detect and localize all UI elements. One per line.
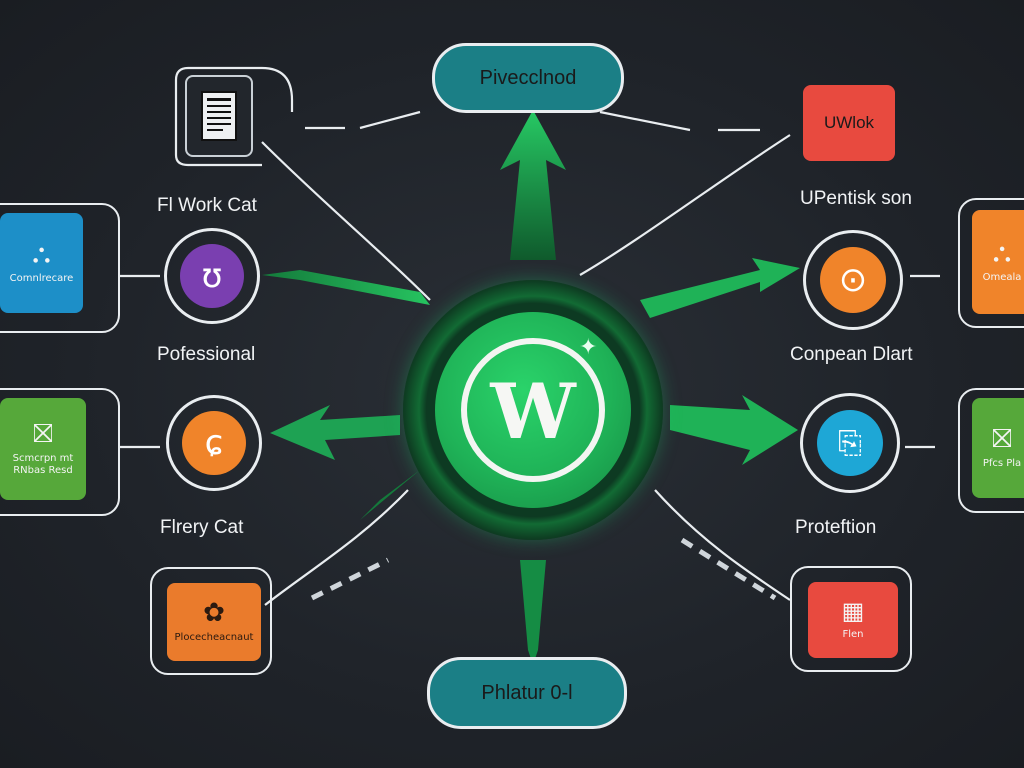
red-tile-top-right-label: UWlok xyxy=(823,113,875,132)
document-icon xyxy=(201,91,237,141)
document-tile[interactable] xyxy=(185,75,253,157)
frame-green-right xyxy=(958,388,1024,513)
connector-top-right xyxy=(579,134,791,276)
orange-tile-right[interactable]: ⛬ Omeala xyxy=(972,210,1024,314)
dashed-connectors xyxy=(310,537,777,601)
green-tile-right[interactable]: ⛝ Pfcs Pla xyxy=(972,398,1024,498)
chart-icon: ▦ xyxy=(841,597,865,625)
bottom-pill[interactable]: Phlatur 0-l xyxy=(427,657,627,729)
box-icon: ⛝ xyxy=(992,424,1012,454)
gear-cluster-icon: ✿ xyxy=(203,598,225,628)
box-icon: ⛝ xyxy=(33,419,53,449)
blue-tile-left[interactable]: ⛬ Comnlrecare xyxy=(0,213,83,313)
orange-circle-right[interactable]: ⊙ xyxy=(803,230,903,330)
orange-tile-bottom-left[interactable]: ✿ Plocecheacnaut xyxy=(167,583,261,661)
label-mid-right-lower: Proteftion xyxy=(795,517,877,538)
arrow-down xyxy=(520,560,546,665)
hub-logo-letter: W xyxy=(490,367,576,456)
sparkle-icon: ✦ xyxy=(579,334,598,359)
printer-icon: ⎘ xyxy=(838,425,862,461)
green-tile-left[interactable]: ⛝ Scmcrpn mt RNbas Resd xyxy=(0,398,86,500)
orange-circle-left[interactable]: ɕ xyxy=(166,395,262,491)
arrow-right-lower xyxy=(670,395,798,465)
orange-tile-right-label: Omeala xyxy=(982,272,1022,283)
arrow-left-lower xyxy=(270,405,400,460)
bottom-pill-label: Phlatur 0-l xyxy=(481,681,573,704)
frame-orange-right xyxy=(958,198,1024,328)
red-tile-top-right[interactable]: UWlok xyxy=(803,85,895,161)
blue-tile-left-label: Comnlrecare xyxy=(9,273,74,284)
red-tile-bottom-right-label: Flen xyxy=(842,629,864,640)
label-mid-right-upper: Conpean Dlart xyxy=(790,344,913,365)
orange-tile-bottom-left-label: Plocecheacnaut xyxy=(174,632,254,643)
arrow-up xyxy=(500,110,566,260)
arrow-left-upper xyxy=(262,270,430,305)
central-hub[interactable]: W ✦ xyxy=(403,280,663,540)
purple-circle[interactable]: ʊ xyxy=(164,228,260,324)
connector-top-left-dash2 xyxy=(359,110,421,130)
label-top-left: Fl Work Cat xyxy=(157,195,257,216)
connector-bottom-right xyxy=(654,489,791,601)
green-arrows xyxy=(262,110,800,665)
dashed-bottom-left xyxy=(310,557,390,601)
red-tile-bottom-right[interactable]: ▦ Flen xyxy=(808,582,898,658)
connector-lines xyxy=(120,66,940,606)
arrow-right-upper xyxy=(640,258,800,318)
connector-top-left xyxy=(261,141,431,301)
connector-top-right-dash xyxy=(599,110,691,132)
c-icon: ɕ xyxy=(204,423,224,463)
label-mid-left-lower: Flrery Cat xyxy=(160,517,244,538)
frame-orange-bottom-left xyxy=(150,567,272,675)
connector-bottom-left xyxy=(264,489,409,606)
loop-icon: ʊ xyxy=(201,256,223,296)
green-tile-right-label: Pfcs Pla xyxy=(982,458,1022,469)
label-mid-left-upper: Pofessional xyxy=(157,344,256,365)
top-pill-label: Pivecclnod xyxy=(479,66,577,89)
frame-blue-left xyxy=(0,203,120,333)
green-tile-left-label: Scmcrpn mt RNbas Resd xyxy=(12,453,74,476)
box-icon: ⛬ xyxy=(32,239,51,269)
doc-frame-connector xyxy=(174,66,294,167)
arrow-down-left xyxy=(360,470,420,520)
frame-red-bottom-right xyxy=(790,566,912,672)
dashed-bottom-right xyxy=(680,537,777,601)
frame-green-left xyxy=(0,388,120,516)
top-pill[interactable]: Pivecclnod xyxy=(432,43,624,113)
label-top-right: UPentisk son xyxy=(800,188,912,209)
wordpress-logo: W xyxy=(461,338,605,482)
box-icon: ⛬ xyxy=(992,238,1012,268)
blue-circle-right[interactable]: ⎘ xyxy=(800,393,900,493)
pin-icon: ⊙ xyxy=(838,260,868,300)
